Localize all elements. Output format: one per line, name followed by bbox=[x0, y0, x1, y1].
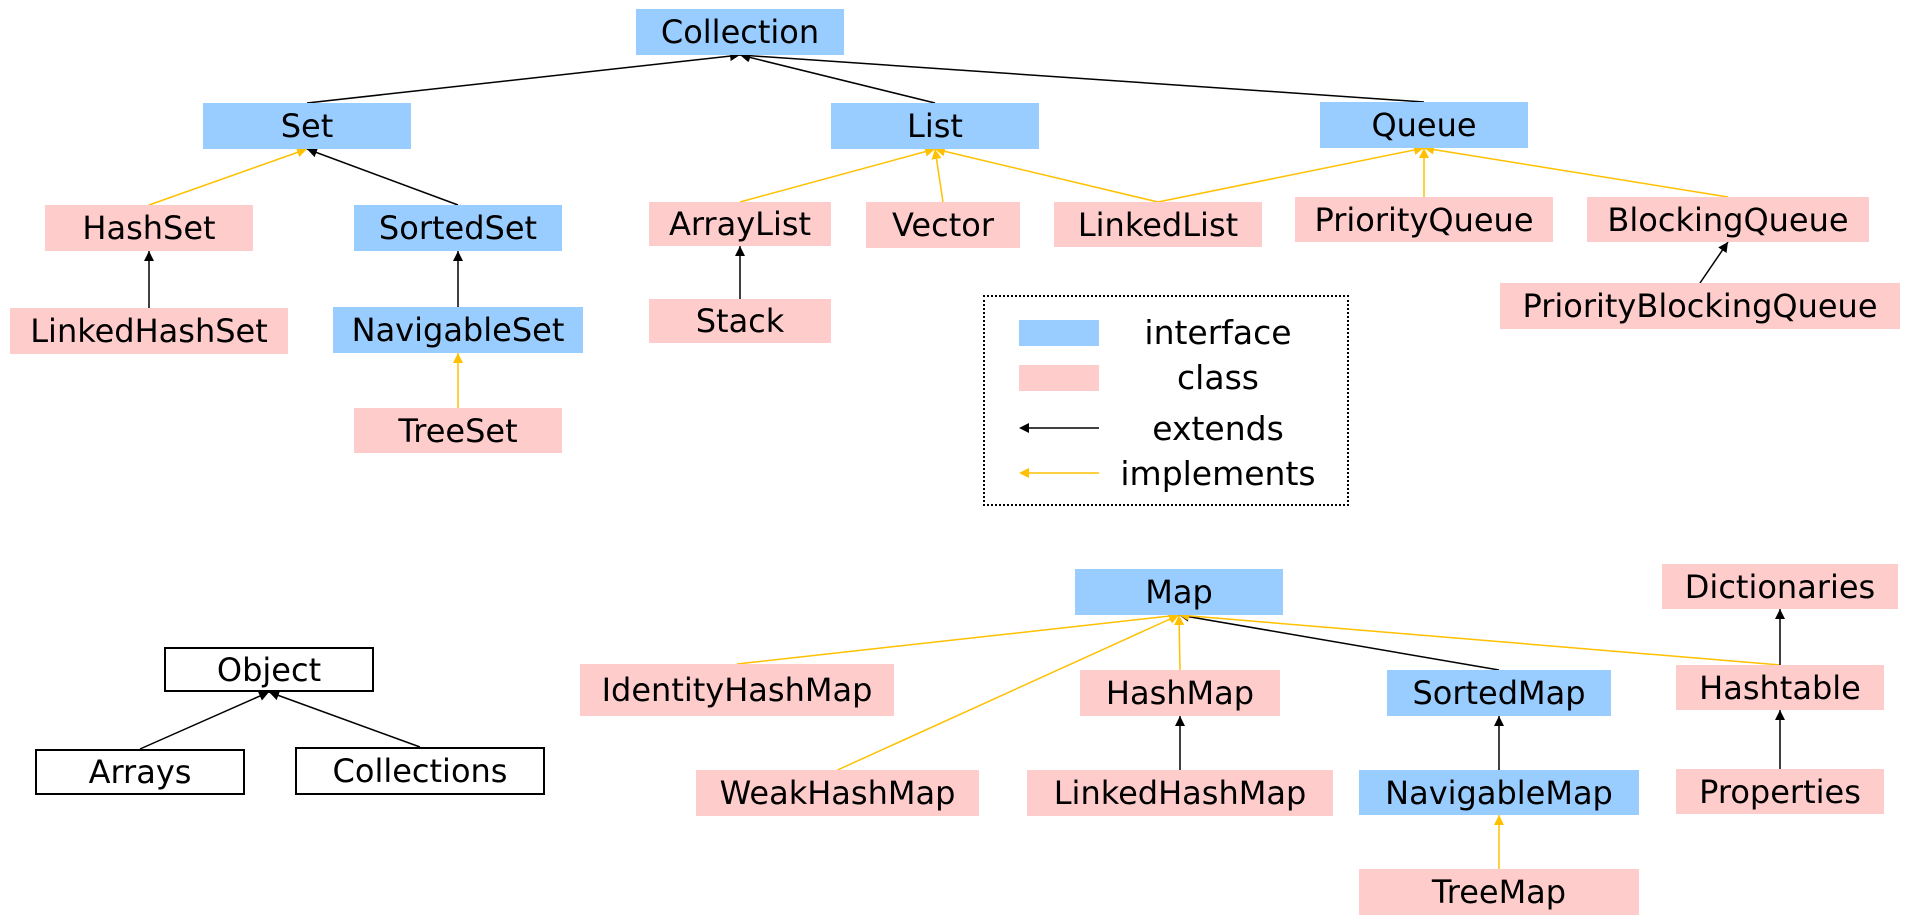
node-blockingqueue: BlockingQueue bbox=[1587, 197, 1869, 242]
node-priorityblockingqueue: PriorityBlockingQueue bbox=[1500, 283, 1900, 329]
node-linkedlist: LinkedList bbox=[1054, 202, 1262, 247]
node-hashtable: Hashtable bbox=[1676, 665, 1884, 710]
node-weakhashmap: WeakHashMap bbox=[696, 770, 979, 816]
node-arraylist: ArrayList bbox=[649, 202, 831, 246]
node-collections: Collections bbox=[295, 747, 545, 795]
edge-list-extends-collection bbox=[739, 52, 936, 104]
edge-weakhashmap-implements-map bbox=[837, 614, 1180, 771]
legend-implements-arrow-icon bbox=[1019, 468, 1099, 478]
node-linkedhashmap: LinkedHashMap bbox=[1027, 770, 1333, 816]
edge-vector-implements-list bbox=[931, 148, 944, 203]
edge-identityhashmap-implements-map bbox=[736, 611, 1180, 665]
legend-row-implements: implements bbox=[985, 453, 1347, 493]
legend-extends-label: extends bbox=[1152, 408, 1284, 448]
edge-hashset-implements-set bbox=[148, 147, 308, 206]
node-set: Set bbox=[203, 103, 411, 149]
legend-row-extends: extends bbox=[985, 408, 1347, 448]
node-queue: Queue bbox=[1320, 102, 1528, 148]
edge-hashmap-implements-map bbox=[1174, 614, 1185, 671]
edge-hashtable-implements-map bbox=[1178, 610, 1781, 666]
edge-sortedset-extends-set bbox=[306, 147, 459, 206]
edge-linkedlist-implements-list bbox=[934, 146, 1159, 203]
legend-interface-label: interface bbox=[1144, 312, 1292, 352]
edge-priorityblockingqueue-extends-blockingqueue bbox=[1699, 241, 1729, 284]
node-object: Object bbox=[164, 647, 374, 692]
edge-blockingqueue-implements-queue bbox=[1423, 144, 1729, 198]
edge-arrays-extends-object bbox=[139, 691, 270, 750]
node-hashset: HashSet bbox=[45, 205, 253, 251]
node-collection: Collection bbox=[636, 9, 844, 55]
node-navigablemap: NavigableMap bbox=[1359, 770, 1639, 815]
node-vector: Vector bbox=[866, 202, 1020, 248]
node-hashmap: HashMap bbox=[1080, 670, 1280, 716]
edge-sortedmap-extends-map bbox=[1178, 611, 1500, 671]
node-treemap: TreeMap bbox=[1359, 869, 1639, 915]
node-priorityqueue: PriorityQueue bbox=[1295, 197, 1553, 242]
node-treeset: TreeSet bbox=[354, 408, 562, 453]
legend-class-swatch bbox=[1019, 365, 1099, 391]
legend-row-class: class bbox=[985, 357, 1347, 397]
node-identityhashmap: IdentityHashMap bbox=[580, 664, 894, 716]
legend: interface class extends implements bbox=[983, 295, 1349, 506]
edge-linkedlist-implements-queue bbox=[1157, 145, 1425, 203]
node-linkedhashset: LinkedHashSet bbox=[10, 308, 288, 354]
edge-queue-extends-collection bbox=[739, 50, 1425, 103]
legend-extends-arrow-icon bbox=[1019, 423, 1099, 433]
legend-row-interface: interface bbox=[985, 312, 1347, 352]
node-sortedset: SortedSet bbox=[354, 205, 562, 251]
legend-interface-swatch bbox=[1019, 320, 1099, 346]
node-stack: Stack bbox=[649, 299, 831, 343]
node-navigableset: NavigableSet bbox=[333, 307, 583, 353]
node-sortedmap: SortedMap bbox=[1387, 670, 1611, 716]
node-arrays: Arrays bbox=[35, 749, 245, 795]
node-map: Map bbox=[1075, 569, 1283, 615]
edge-arraylist-implements-list bbox=[739, 146, 936, 203]
edge-collections-extends-object bbox=[268, 690, 421, 748]
edge-set-extends-collection bbox=[306, 51, 741, 104]
node-dictionaries: Dictionaries bbox=[1662, 564, 1898, 609]
legend-implements-label: implements bbox=[1120, 453, 1316, 493]
legend-class-label: class bbox=[1177, 357, 1259, 397]
node-properties: Properties bbox=[1676, 769, 1884, 814]
node-list: List bbox=[831, 103, 1039, 149]
